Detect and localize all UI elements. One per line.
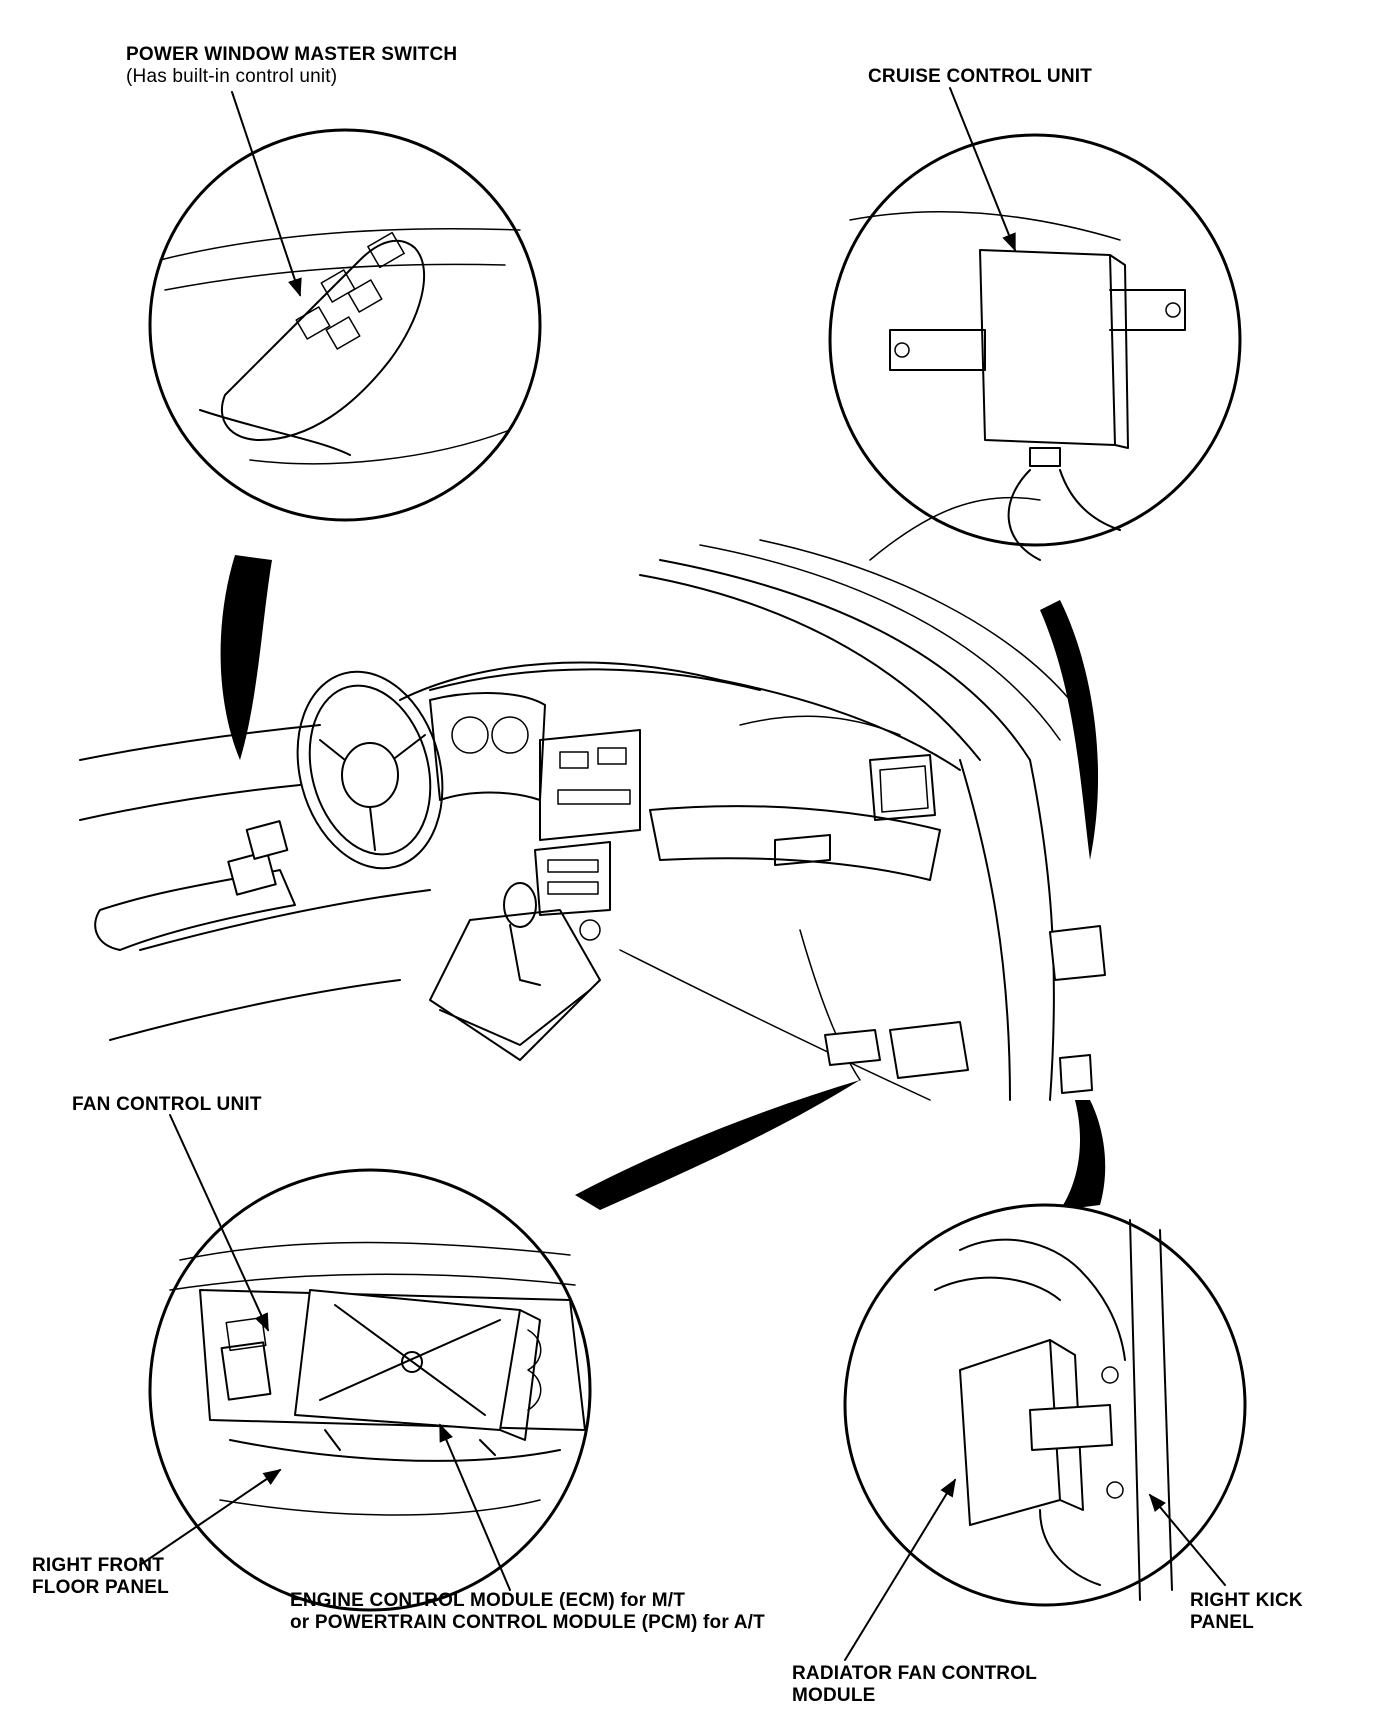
label-radiator-fan-line1: RADIATOR FAN CONTROL — [792, 1663, 1038, 1684]
detail-circle-power-window — [148, 128, 542, 522]
label-right-front-floor-line2: FLOOR PANEL — [32, 1577, 169, 1598]
label-right-kick-line1: RIGHT KICK — [1190, 1590, 1303, 1611]
label-right-kick-line2: PANEL — [1190, 1612, 1254, 1633]
label-power-window-master-switch: POWER WINDOW MASTER SWITCH (Has built-in… — [126, 44, 457, 88]
label-fan-control-unit: FAN CONTROL UNIT — [72, 1094, 262, 1115]
label-ecm-line2: or POWERTRAIN CONTROL MODULE (PCM) for A… — [290, 1612, 765, 1633]
leader-arrows — [139, 87, 1226, 1661]
detail-circle-cruise — [828, 133, 1242, 561]
detail-circle-ecm — [148, 1168, 592, 1612]
label-power-window-subtitle: (Has built-in control unit) — [126, 66, 338, 87]
label-radiator-fan-control-module: RADIATOR FAN CONTROL MODULE — [792, 1663, 1037, 1707]
detail-circle-radiator — [843, 1203, 1247, 1607]
callout-connectors — [220, 555, 1106, 1210]
label-power-window-title: POWER WINDOW MASTER SWITCH — [126, 44, 458, 65]
label-right-front-floor-line1: RIGHT FRONT — [32, 1555, 165, 1576]
label-ecm-pcm: ENGINE CONTROL MODULE (ECM) for M/T or P… — [290, 1590, 765, 1634]
label-right-kick-panel: RIGHT KICK PANEL — [1190, 1590, 1303, 1634]
label-cruise-control-unit: CRUISE CONTROL UNIT — [868, 66, 1093, 87]
label-right-front-floor-panel: RIGHT FRONT FLOOR PANEL — [32, 1555, 169, 1599]
dashboard-drawing — [79, 539, 1106, 1101]
label-ecm-line1: ENGINE CONTROL MODULE (ECM) for M/T — [290, 1590, 686, 1611]
label-radiator-fan-line2: MODULE — [792, 1685, 876, 1706]
